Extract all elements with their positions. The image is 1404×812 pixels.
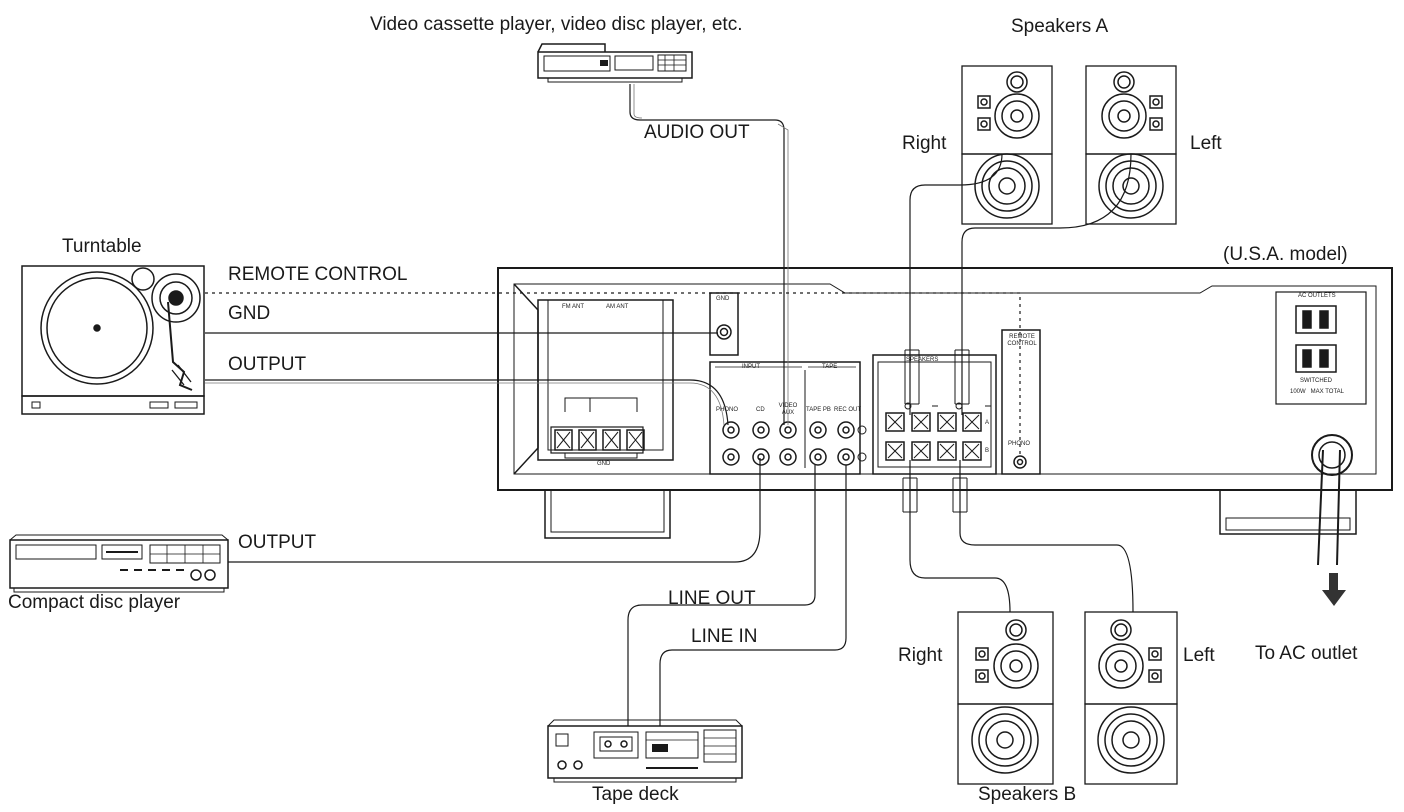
- cable-line-out: [627, 465, 816, 726]
- antenna-screw-terminal: [554, 429, 573, 451]
- cable-speaker-a-right: [904, 153, 1003, 415]
- speakers-section-label: SPEAKERS: [906, 357, 939, 363]
- tape-deck-label: Tape deck: [592, 784, 679, 805]
- speaker-row-a-label: A: [985, 420, 990, 426]
- turntable-output-label: OUTPUT: [228, 354, 307, 375]
- rca-jack: [752, 421, 770, 439]
- power-rating-label: 100W MAX TOTAL: [1290, 389, 1345, 395]
- gnd-antenna-label: GND: [597, 461, 611, 467]
- input-jack-panel: [709, 361, 861, 475]
- rca-jack: [837, 421, 855, 439]
- speaker-a-left: [1085, 65, 1177, 225]
- cable-speaker-b-left: [952, 460, 1134, 613]
- fm-ant-label: FM ANT: [562, 304, 584, 310]
- rca-jack: [837, 448, 855, 466]
- cable-line-in: [659, 465, 847, 726]
- antenna-screw-terminal: [602, 429, 621, 451]
- rca-jack: [722, 448, 740, 466]
- tape-pb-jack-label: TAPE PB: [806, 407, 831, 413]
- turntable-device: [21, 265, 205, 415]
- video-aux-jack-label: VIDEO AUX: [778, 403, 798, 416]
- gnd-panel-label: GND: [716, 296, 730, 302]
- ac-outlets-label: AC OUTLETS: [1298, 293, 1336, 299]
- switched-label: SWITCHED: [1300, 378, 1332, 384]
- video-player-label: Video cassette player, video disc player…: [370, 14, 743, 35]
- rca-jack: [809, 448, 827, 466]
- cable-cd-output: [228, 458, 761, 563]
- tape-deck-device: [547, 719, 743, 783]
- cd-player-device: [9, 534, 229, 593]
- phono-remote-label: PHONO: [1008, 441, 1031, 447]
- speaker-row-b-label: B: [985, 448, 990, 454]
- to-ac-outlet-label: To AC outlet: [1255, 643, 1358, 664]
- cd-output-label: OUTPUT: [238, 532, 317, 553]
- rca-jack: [722, 421, 740, 439]
- audio-out-label: AUDIO OUT: [644, 122, 750, 143]
- rca-jack: [809, 421, 827, 439]
- receiver-rear-panel: [497, 267, 1393, 539]
- speaker-b-right: [957, 611, 1054, 785]
- speakers-a-label: Speakers A: [1011, 16, 1109, 37]
- ac-outlets-panel: [1275, 291, 1367, 405]
- rca-jack: [752, 448, 770, 466]
- right-b-label: Right: [898, 645, 943, 666]
- line-in-label: LINE IN: [691, 626, 758, 647]
- down-arrow-icon: [1322, 573, 1346, 606]
- cable-speaker-b-right: [902, 460, 1011, 613]
- compact-disc-player-label: Compact disc player: [8, 592, 181, 613]
- gnd-label: GND: [228, 303, 271, 324]
- left-b-label: Left: [1183, 645, 1215, 666]
- video-player-device: [537, 43, 693, 83]
- cable-turntable-output: [205, 379, 729, 426]
- cd-jack-label: CD: [756, 407, 765, 413]
- turntable-label: Turntable: [62, 236, 142, 257]
- tape-section-label: TAPE: [822, 364, 838, 370]
- speaker-terminal-block: [872, 354, 997, 475]
- rec-out-jack-label: REC OUT: [834, 407, 861, 413]
- rca-jack: [779, 448, 797, 466]
- am-ant-label: AM ANT: [606, 304, 629, 310]
- remote-control-jack: [1001, 329, 1041, 475]
- speaker-b-left: [1084, 611, 1178, 785]
- input-section-label: INPUT: [742, 364, 760, 370]
- antenna-screw-terminal: [578, 429, 597, 451]
- remote-control-panel-label: REMOTE CONTROL: [1007, 334, 1037, 347]
- power-cord: [1311, 434, 1353, 566]
- receiver-foot-left: [544, 489, 671, 539]
- speaker-a-right: [961, 65, 1053, 225]
- remote-control-label: REMOTE CONTROL: [228, 264, 408, 285]
- phono-jack-label: PHONO: [716, 407, 739, 413]
- receiver-foot-right: [1219, 489, 1357, 535]
- antenna-screw-terminal: [626, 429, 645, 451]
- line-out-label: LINE OUT: [668, 588, 756, 609]
- usa-model-label: (U.S.A. model): [1223, 244, 1348, 265]
- speakers-b-label: Speakers B: [978, 784, 1077, 805]
- cable-speaker-a-left: [954, 153, 1132, 415]
- left-a-label: Left: [1190, 133, 1222, 154]
- right-a-label: Right: [902, 133, 947, 154]
- cable-audio-out: [629, 84, 789, 425]
- cable-remote-control: [205, 292, 1021, 455]
